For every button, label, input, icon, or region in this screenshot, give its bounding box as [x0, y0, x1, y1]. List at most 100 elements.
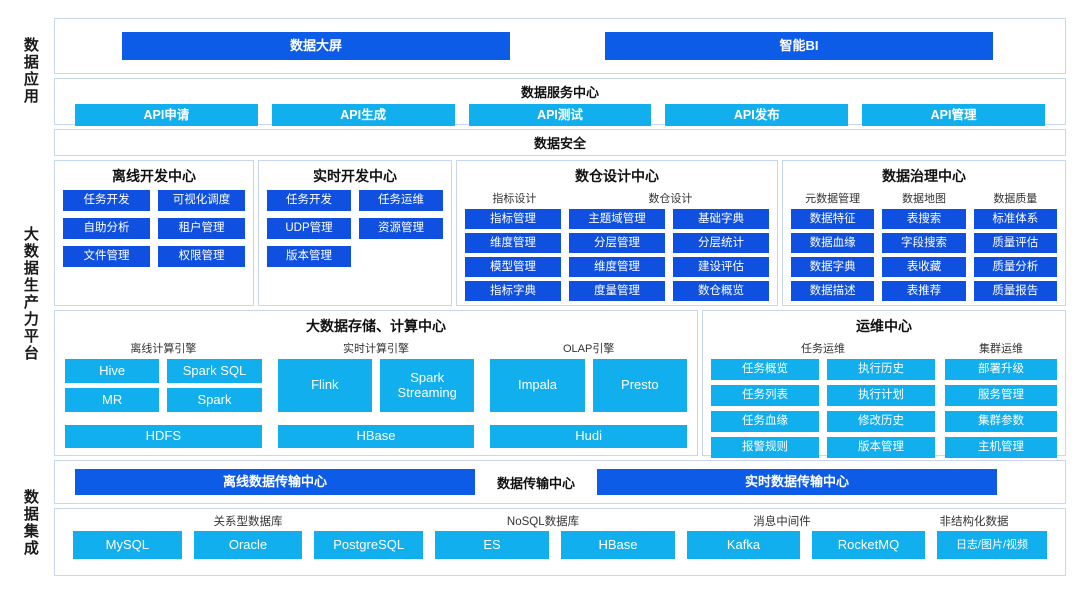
engine-olap: OLAP引擎 Impala Presto [490, 340, 688, 419]
source-label-mq: 消息中间件 [753, 516, 811, 528]
chip-dw-d3[interactable]: 度量管理 [569, 281, 665, 301]
chip-ops-c2[interactable]: 集群参数 [945, 411, 1057, 432]
center-offline-dev-title: 离线开发中心 [112, 168, 196, 184]
chip-storage-hbase[interactable]: HBase [277, 425, 475, 448]
rail-label-platform: 大数据生产力平台 [21, 226, 39, 363]
ops-group-label-task: 任务运维 [801, 343, 845, 355]
center-data-governance-cols: 元数据管理 数据特征 数据血缘 数据字典 数据描述 数据地图 表搜索 字段搜索 [791, 190, 1057, 301]
source-chip-row: MySQL Oracle PostgreSQL ES HBase Kafka R… [73, 531, 1047, 559]
dw-group-label-metric: 指标设计 [492, 193, 537, 205]
chip-realtime-2[interactable]: UDP管理 [267, 218, 351, 239]
center-realtime-dev-grid: 任务开发 任务运维 UDP管理 资源管理 版本管理 [267, 190, 443, 267]
chip-source-mysql[interactable]: MySQL [73, 531, 182, 559]
chip-storage-hudi[interactable]: Hudi [490, 425, 688, 448]
center-dw-design: 数仓设计中心 指标设计 数仓设计 指标管理 维度管理 模型管理 [456, 160, 778, 306]
rail-item-data-integration: 数据集成 [6, 465, 54, 582]
gov-col-datamap: 数据地图 表搜索 字段搜索 表收藏 表推荐 [882, 190, 966, 301]
chip-dw-m1[interactable]: 维度管理 [465, 233, 561, 253]
chip-offline-1[interactable]: 可视化调度 [158, 190, 245, 211]
chip-storage-hdfs[interactable]: HDFS [65, 425, 262, 448]
chip-offline-5[interactable]: 权限管理 [158, 246, 245, 267]
chip-dw-d2[interactable]: 维度管理 [569, 257, 665, 277]
chip-ops-t6[interactable]: 报警规则 [711, 437, 819, 458]
chip-engine-spark-streaming[interactable]: Spark Streaming [380, 359, 475, 412]
source-label-nosql: NoSQL数据库 [506, 516, 580, 528]
chip-engine-spark[interactable]: Spark [167, 388, 262, 412]
chip-gov-c3[interactable]: 质量报告 [973, 281, 1057, 301]
chip-ops-t5[interactable]: 修改历史 [827, 411, 935, 432]
chip-ops-c3[interactable]: 主机管理 [945, 437, 1057, 458]
chip-engine-presto[interactable]: Presto [592, 359, 688, 412]
chip-ops-t7[interactable]: 版本管理 [827, 437, 935, 458]
rail-label-data-integration: 数据集成 [21, 489, 39, 558]
transport-card-offline[interactable]: 离线数据传输中心 [75, 469, 475, 495]
chip-gov-b1[interactable]: 字段搜索 [882, 233, 966, 253]
chip-ops-t0[interactable]: 任务概览 [711, 359, 819, 380]
source-group-labels: 关系型数据库 NoSQL数据库 消息中间件 非结构化数据 [73, 513, 1047, 529]
chip-dw-e2[interactable]: 建设评估 [673, 257, 769, 277]
rail-item-data-application: 数据应用 [6, 18, 54, 123]
chip-realtime-0[interactable]: 任务开发 [267, 190, 351, 211]
chip-gov-b3[interactable]: 表推荐 [882, 281, 966, 301]
chip-offline-3[interactable]: 租户管理 [158, 218, 245, 239]
chip-dw-m2[interactable]: 模型管理 [465, 257, 561, 277]
app-card-smart-bi[interactable]: 智能BI [605, 32, 993, 60]
chip-source-kafka[interactable]: Kafka [687, 531, 800, 559]
chip-source-rocketmq[interactable]: RocketMQ [812, 531, 925, 559]
chip-ops-t2[interactable]: 任务列表 [711, 385, 819, 406]
chip-ops-t3[interactable]: 执行计划 [827, 385, 935, 406]
chip-gov-b2[interactable]: 表收藏 [882, 257, 966, 277]
transport-card-realtime[interactable]: 实时数据传输中心 [597, 469, 998, 495]
dw-col-design-a: 主题域管理 分层管理 维度管理 度量管理 [569, 209, 665, 301]
center-dw-design-cols: 指标管理 维度管理 模型管理 指标字典 主题域管理 分层管理 维度管理 度量管理 [465, 209, 769, 301]
chip-gov-c1[interactable]: 质量评估 [973, 233, 1057, 253]
api-chip-test[interactable]: API测试 [468, 104, 652, 126]
data-transport-center-title: 数据传输中心 [497, 475, 576, 491]
chip-engine-flink[interactable]: Flink [277, 359, 372, 412]
chip-engine-sparksql[interactable]: Spark SQL [167, 359, 262, 383]
chip-source-postgresql[interactable]: PostgreSQL [314, 531, 424, 559]
api-chip-generate[interactable]: API生成 [271, 104, 455, 126]
source-group-rdb: MySQL Oracle PostgreSQL [73, 531, 424, 559]
chip-offline-2[interactable]: 自助分析 [63, 218, 150, 239]
chip-gov-b0[interactable]: 表搜索 [882, 209, 966, 229]
chip-offline-4[interactable]: 文件管理 [63, 246, 150, 267]
api-chip-apply[interactable]: API申请 [75, 104, 258, 126]
chip-dw-e0[interactable]: 基础字典 [673, 209, 769, 229]
chip-source-oracle[interactable]: Oracle [193, 531, 303, 559]
chip-ops-t1[interactable]: 执行历史 [827, 359, 935, 380]
storage-base-row: HDFS HBase Hudi [65, 425, 688, 448]
chip-gov-c0[interactable]: 标准体系 [973, 209, 1057, 229]
chip-engine-mr[interactable]: MR [65, 388, 160, 412]
chip-dw-e1[interactable]: 分层统计 [673, 233, 769, 253]
chip-source-hbase[interactable]: HBase [561, 531, 675, 559]
chip-dw-d0[interactable]: 主题域管理 [569, 209, 665, 229]
chip-dw-e3[interactable]: 数仓概览 [673, 281, 769, 301]
chip-source-unstructured[interactable]: 日志/图片/视频 [937, 531, 1047, 559]
chip-source-es[interactable]: ES [435, 531, 549, 559]
chip-engine-impala[interactable]: Impala [490, 359, 585, 412]
chip-gov-c2[interactable]: 质量分析 [973, 257, 1057, 277]
chip-realtime-3[interactable]: 资源管理 [359, 218, 443, 239]
chip-dw-d1[interactable]: 分层管理 [569, 233, 665, 253]
chip-gov-a2[interactable]: 数据字典 [791, 257, 875, 277]
api-chip-manage[interactable]: API管理 [862, 104, 1045, 126]
chip-realtime-4[interactable]: 版本管理 [267, 246, 351, 267]
api-chip-publish[interactable]: API发布 [665, 104, 849, 126]
chip-gov-a0[interactable]: 数据特征 [791, 209, 875, 229]
chip-gov-a3[interactable]: 数据描述 [791, 281, 875, 301]
chip-dw-m3[interactable]: 指标字典 [465, 281, 561, 301]
app-card-data-screen[interactable]: 数据大屏 [122, 32, 510, 60]
band-top-apps: 数据大屏 智能BI [54, 18, 1066, 74]
chip-ops-t4[interactable]: 任务血缘 [711, 411, 819, 432]
chip-realtime-1[interactable]: 任务运维 [359, 190, 443, 211]
source-group-unstructured: 日志/图片/视频 [937, 531, 1047, 559]
chip-offline-0[interactable]: 任务开发 [63, 190, 150, 211]
chip-ops-c0[interactable]: 部署升级 [945, 359, 1057, 380]
chip-gov-a1[interactable]: 数据血缘 [791, 233, 875, 253]
diagram-stack: 数据大屏 智能BI 数据服务中心 API申请 API生成 API测试 API发布… [54, 18, 1066, 582]
api-chip-row: API申请 API生成 API测试 API发布 API管理 [55, 101, 1065, 126]
chip-ops-c1[interactable]: 服务管理 [945, 385, 1057, 406]
chip-dw-m0[interactable]: 指标管理 [465, 209, 561, 229]
chip-engine-hive[interactable]: Hive [65, 359, 160, 383]
